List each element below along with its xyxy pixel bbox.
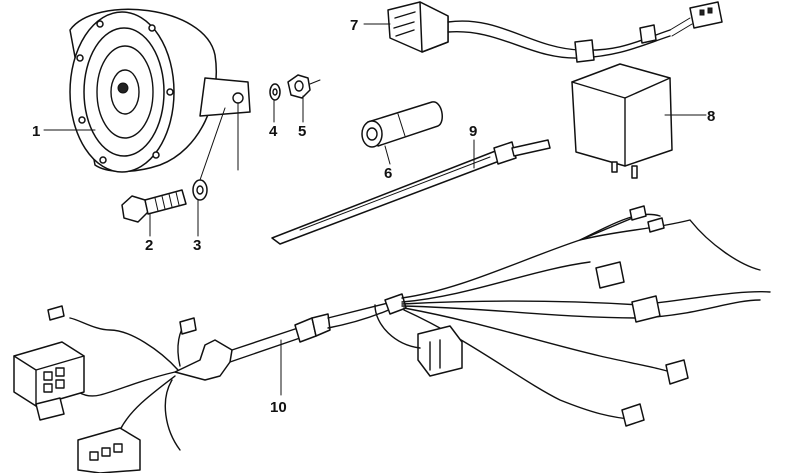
- callout-7: 7: [350, 17, 358, 34]
- callout-6: 6: [384, 165, 392, 182]
- cable-tie-icon: [271, 139, 551, 245]
- lock-washer-icon: [269, 83, 281, 101]
- bolt-icon: [121, 189, 187, 223]
- nut-icon: [287, 74, 321, 99]
- washer-icon: [192, 179, 208, 201]
- callout-4: 4: [269, 123, 278, 140]
- callout-1: 1: [32, 123, 40, 140]
- callout-3: 3: [193, 237, 201, 254]
- callout-9: 9: [469, 123, 477, 140]
- callout-10: 10: [270, 399, 287, 416]
- callout-8: 8: [707, 108, 715, 125]
- wiring-harness-icon: [13, 205, 771, 473]
- horn-icon: [69, 8, 251, 181]
- leader-lines: [43, 23, 707, 396]
- callout-5: 5: [298, 123, 306, 140]
- switch-cable-icon: [387, 1, 723, 63]
- relay-icon: [571, 63, 673, 179]
- connector-sleeve-icon: [361, 101, 444, 148]
- callout-2: 2: [145, 237, 153, 254]
